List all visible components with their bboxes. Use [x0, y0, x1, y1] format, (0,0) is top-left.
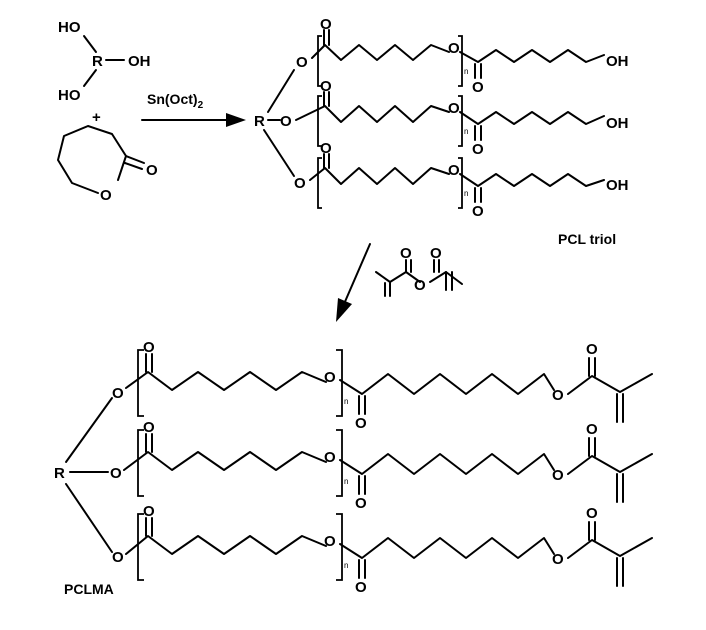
svg-text:O: O: [324, 369, 336, 386]
pclma-molecule: R O O O n O O O O: [54, 339, 653, 597]
svg-text:O: O: [430, 245, 442, 262]
triol-oh-right: OH: [128, 53, 151, 70]
svg-text:O: O: [143, 419, 155, 436]
svg-text:n: n: [464, 127, 468, 136]
svg-text:O: O: [400, 245, 412, 262]
svg-text:O: O: [586, 505, 598, 522]
svg-text:O: O: [112, 385, 124, 402]
lactone-ring-o: O: [100, 187, 112, 204]
svg-text:O: O: [552, 551, 564, 568]
arrow-2-shaft: [343, 243, 371, 305]
triol-bond-bottom: [83, 69, 97, 87]
pclma-label: PCLMA: [64, 581, 114, 597]
plus-sign: +: [92, 109, 101, 126]
catalyst-label: Sn(Oct)2: [147, 91, 204, 111]
lactone-ring-bonds: [57, 125, 127, 194]
caprolactone-molecule: O O: [57, 125, 158, 204]
svg-text:O: O: [355, 579, 367, 596]
arm3-ester-o: O: [294, 175, 306, 192]
svg-text:O: O: [448, 40, 460, 57]
pclma-arm-1: O O O n O O O: [65, 339, 653, 463]
pcl-triol-arm-2: O O O n O OH: [267, 78, 629, 158]
svg-text:O: O: [143, 503, 155, 520]
svg-text:O: O: [324, 449, 336, 466]
pcl-triol-arm-3: O O O n O OH: [263, 129, 629, 220]
svg-text:O: O: [586, 341, 598, 358]
anhydride-bridge-o: O: [414, 277, 426, 294]
triol-ho-top: HO: [58, 19, 81, 36]
pclma-arm-2: O O O n O O O: [69, 419, 653, 512]
pcl-triol-label: PCL triol: [558, 231, 616, 247]
arm1-terminal-oh: OH: [606, 53, 629, 70]
lactone-carbonyl-double: [124, 162, 143, 170]
lactone-carbonyl-o: O: [146, 162, 158, 179]
pclma-arm-3: O O O n O O O: [65, 483, 653, 596]
svg-text:O: O: [320, 16, 332, 33]
reaction-arrow-2: [336, 243, 371, 322]
arm3-terminal-oh: OH: [606, 177, 629, 194]
pclma-center-r: R: [54, 465, 65, 482]
triol-molecule: HO R OH HO: [58, 19, 151, 104]
triol-bond-top: [83, 35, 97, 53]
methacrylic-anhydride: O O O: [375, 245, 463, 297]
svg-text:n: n: [464, 189, 468, 198]
svg-text:O: O: [324, 533, 336, 550]
lactone-carbonyl-bond: [125, 155, 145, 164]
svg-text:O: O: [448, 100, 460, 117]
svg-text:O: O: [143, 339, 155, 356]
svg-text:n: n: [344, 397, 348, 406]
pcl-triol-arm-1: O O O n O OH: [267, 16, 629, 113]
pcl-triol-molecule: R O O O n O OH O O O: [254, 16, 629, 247]
svg-text:O: O: [448, 162, 460, 179]
svg-text:O: O: [552, 467, 564, 484]
svg-text:O: O: [320, 140, 332, 157]
svg-text:O: O: [472, 79, 484, 96]
svg-text:n: n: [344, 477, 348, 486]
reaction-arrow-1: Sn(Oct)2: [141, 91, 246, 127]
arm2-ester-o: O: [280, 113, 292, 130]
svg-text:O: O: [355, 415, 367, 432]
arm1-ester-o: O: [296, 54, 308, 71]
pcl-triol-center-r: R: [254, 113, 265, 130]
svg-text:O: O: [320, 78, 332, 95]
svg-text:O: O: [472, 203, 484, 220]
svg-text:O: O: [112, 549, 124, 566]
arm2-terminal-oh: OH: [606, 115, 629, 132]
arrow-1-head: [226, 113, 246, 127]
svg-text:n: n: [464, 67, 468, 76]
arrow-2-head: [336, 298, 352, 322]
svg-text:O: O: [552, 387, 564, 404]
triol-ho-bottom: HO: [58, 87, 81, 104]
svg-text:O: O: [586, 421, 598, 438]
svg-text:n: n: [344, 561, 348, 570]
svg-text:O: O: [472, 141, 484, 158]
svg-text:O: O: [110, 465, 122, 482]
triol-center-r: R: [92, 53, 103, 70]
svg-text:O: O: [355, 495, 367, 512]
